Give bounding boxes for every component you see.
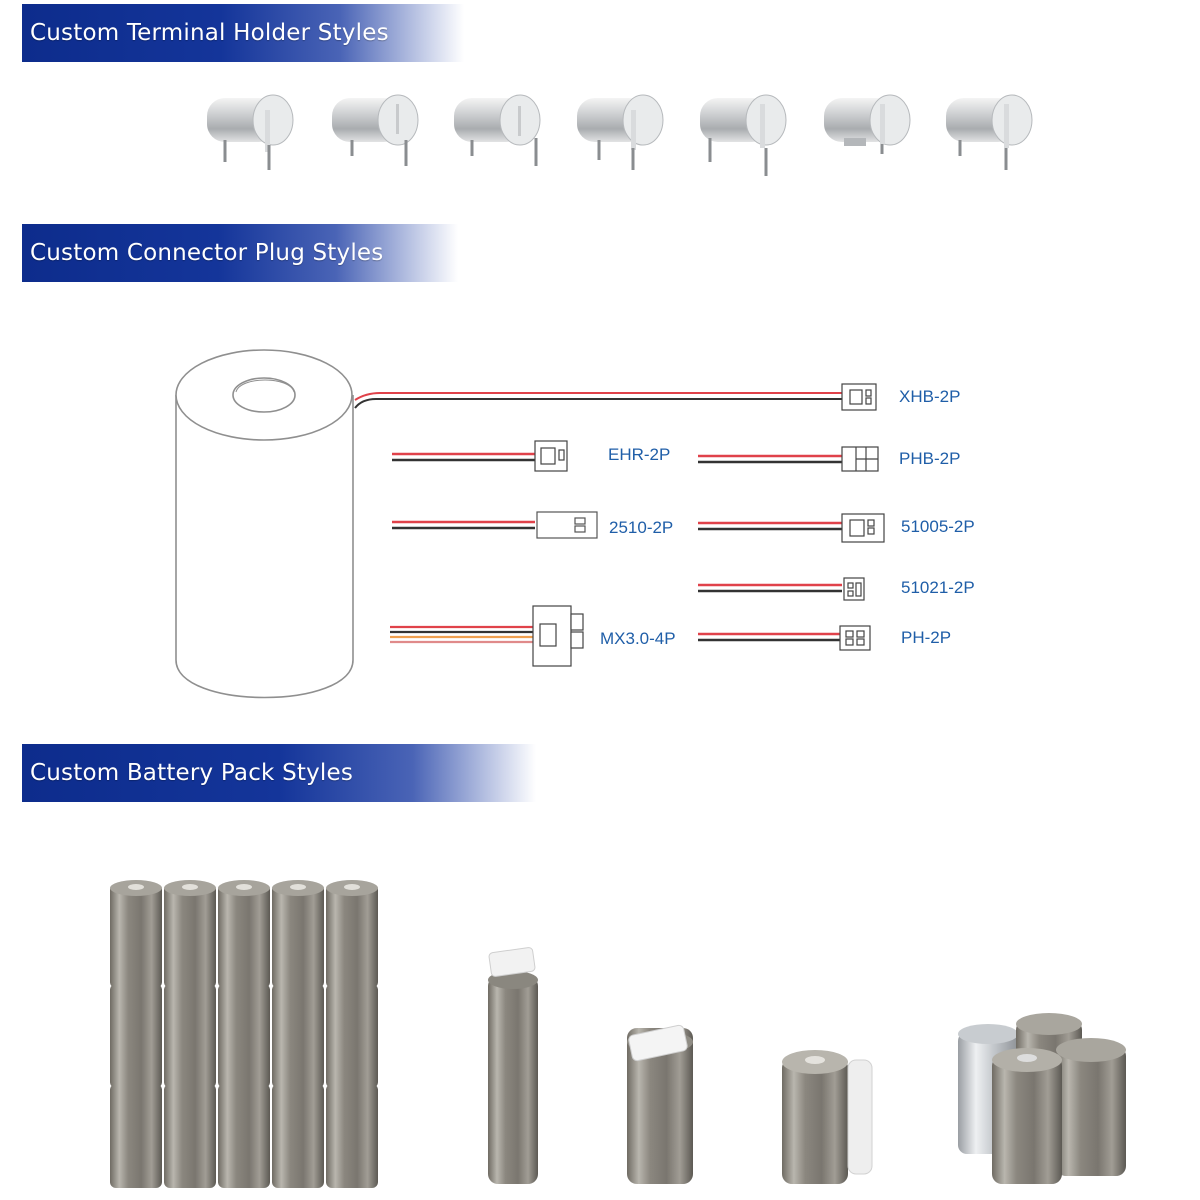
terminal-holder-row: [207, 94, 1033, 176]
connector-51005-icon: [841, 513, 885, 543]
stack-cell: [272, 1084, 324, 1188]
battery-pack-single-tab: [488, 947, 538, 1184]
wire-51021: [698, 583, 842, 593]
battery-pack-large-tab: [627, 1024, 693, 1184]
wire-phb: [698, 454, 842, 464]
section-banner-terminal: Custom Terminal Holder Styles: [22, 4, 464, 62]
stack-cell-cap: [344, 884, 360, 890]
stack-cell-cap: [128, 884, 144, 890]
stack-cell: [218, 984, 270, 1088]
label-xhb: XHB-2P: [899, 387, 960, 406]
terminal-holder-1: [207, 94, 294, 170]
section-title-terminal: Custom Terminal Holder Styles: [30, 20, 389, 46]
terminal-holder-6: [824, 94, 911, 154]
stack-cell: [218, 884, 270, 988]
stack-cell: [326, 884, 378, 988]
stack-cell: [164, 984, 216, 1088]
battery-pack-stack: [110, 880, 378, 1188]
section-title-connector: Custom Connector Plug Styles: [30, 240, 384, 266]
wire-ehr: [392, 452, 535, 462]
section-banner-pack: Custom Battery Pack Styles: [22, 744, 536, 802]
terminal-holder-4: [577, 94, 664, 170]
battery-pack-cluster: [958, 1013, 1126, 1184]
stack-cell: [110, 984, 162, 1088]
label-ph: PH-2P: [901, 628, 951, 647]
connector-phb-icon: [841, 446, 879, 472]
label-phb: PHB-2P: [899, 449, 960, 468]
connector-2510-icon: [536, 511, 598, 539]
terminal-holder-7: [946, 94, 1033, 170]
battery-pack-row: [110, 880, 1126, 1188]
stack-cell: [272, 884, 324, 988]
battery-cylinder-outline: [175, 349, 354, 699]
stack-cell: [326, 1084, 378, 1188]
section-banner-connector: Custom Connector Plug Styles: [22, 224, 458, 282]
label-mx: MX3.0-4P: [600, 629, 676, 648]
label-51005: 51005-2P: [901, 517, 975, 536]
label-ehr: EHR-2P: [608, 445, 670, 464]
wire-51005: [698, 521, 842, 531]
stack-cell: [326, 984, 378, 1088]
battery-pack-side-module: [782, 1050, 873, 1184]
label-2510: 2510-2P: [609, 518, 673, 537]
section-title-pack: Custom Battery Pack Styles: [30, 760, 354, 786]
terminal-holder-2: [332, 94, 419, 166]
stack-cell-cap: [182, 884, 198, 890]
connector-51021-icon: [843, 577, 865, 601]
connector-plug-diagram: XHB-2P EHR-2P PHB-2P 2510-2P 5100: [175, 349, 975, 699]
wire-xhb: [354, 392, 842, 409]
terminal-holder-5: [700, 94, 787, 176]
connector-mx-icon: [532, 605, 584, 667]
stack-cell-cap: [236, 884, 252, 890]
connector-ehr-icon: [534, 440, 568, 472]
stack-cell: [218, 1084, 270, 1188]
stack-cell: [164, 884, 216, 988]
stack-cell: [110, 884, 162, 988]
label-51021: 51021-2P: [901, 578, 975, 597]
stack-cell: [164, 1084, 216, 1188]
stack-cell-cap: [290, 884, 306, 890]
connector-xhb-icon: [841, 383, 877, 411]
stack-cell: [110, 1084, 162, 1188]
wire-2510: [392, 520, 535, 530]
wire-mx: [390, 625, 533, 644]
wire-ph: [698, 632, 840, 642]
terminal-holder-3: [454, 94, 541, 166]
stack-cell: [272, 984, 324, 1088]
connector-ph-icon: [839, 625, 871, 651]
